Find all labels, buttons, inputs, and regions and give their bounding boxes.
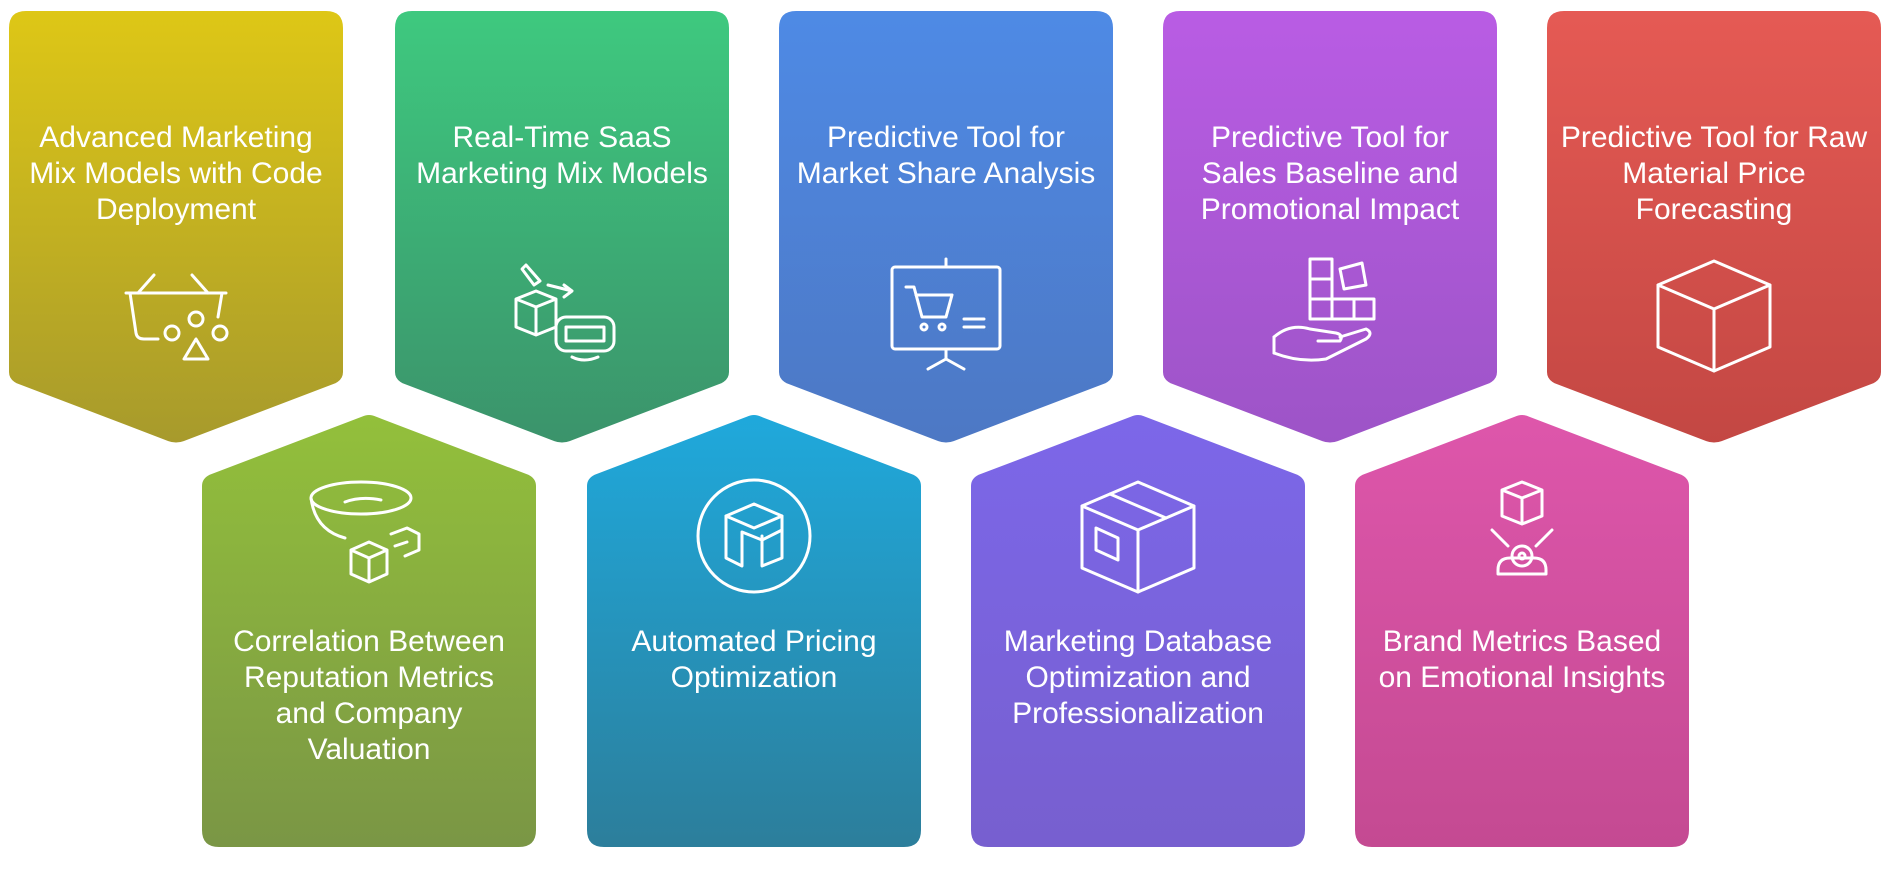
card-label: Advanced Marketing Mix Models with Code … <box>29 121 323 226</box>
cube-sensor-icon <box>1462 476 1582 596</box>
card-real-time-saas: Real-Time SaaS Marketing Mix Models <box>393 9 731 445</box>
card-database-optimization: Marketing Database Optimization and Prof… <box>969 412 1307 849</box>
card-label: Predictive Tool for Market Share Analysi… <box>796 121 1096 190</box>
card-label: Automated Pricing Optimization <box>631 625 877 694</box>
card-reputation-metrics: Correlation Between Reputation Metrics a… <box>200 412 538 849</box>
card-shape <box>1353 412 1691 849</box>
card-label: Predictive Tool for Sales Baseline and P… <box>1200 121 1460 226</box>
card-shape <box>777 9 1115 445</box>
presentation-cart-icon <box>886 255 1006 375</box>
card-brand-metrics: Brand Metrics Based on Emotional Insight… <box>1353 412 1691 849</box>
vr-headset-box-icon <box>502 255 622 375</box>
circle-cube-icon <box>694 476 814 596</box>
bowl-cube-icon <box>309 476 429 596</box>
card-shape <box>1545 9 1883 445</box>
card-label: Predictive Tool for Raw Material Price F… <box>1560 121 1868 226</box>
hand-blocks-icon <box>1270 255 1390 375</box>
card-sales-baseline: Predictive Tool for Sales Baseline and P… <box>1161 9 1499 445</box>
card-raw-material: Predictive Tool for Raw Material Price F… <box>1545 9 1883 445</box>
card-market-share: Predictive Tool for Market Share Analysi… <box>777 9 1115 445</box>
card-label: Brand Metrics Based on Emotional Insight… <box>1378 625 1666 694</box>
card-shape <box>200 412 538 849</box>
card-advanced-marketing-mix: Advanced Marketing Mix Models with Code … <box>7 9 345 445</box>
card-automated-pricing: Automated Pricing Optimization <box>585 412 923 849</box>
package-box-icon <box>1078 476 1198 596</box>
shopping-basket-icon <box>116 255 236 375</box>
card-shape <box>969 412 1307 849</box>
card-label: Correlation Between Reputation Metrics a… <box>233 625 505 766</box>
card-shape <box>7 9 345 445</box>
card-label: Real-Time SaaS Marketing Mix Models <box>416 121 708 190</box>
card-label: Marketing Database Optimization and Prof… <box>1003 625 1273 730</box>
cube-icon <box>1654 255 1774 375</box>
card-shape <box>585 412 923 849</box>
card-shape <box>1161 9 1499 445</box>
card-shape <box>393 9 731 445</box>
